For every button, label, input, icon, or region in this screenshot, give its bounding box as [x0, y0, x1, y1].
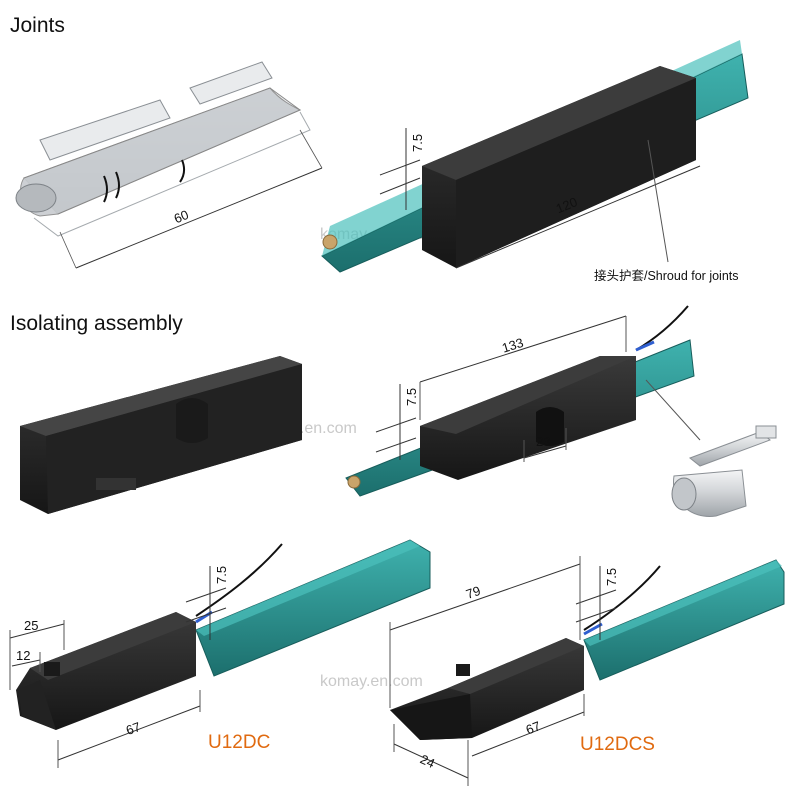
u12dcs-dimensions: 7.5 79 67 24 [389, 556, 619, 786]
dim-u12dcs-base: 24 [418, 751, 437, 771]
dim-u12dc-top: 25 [24, 618, 38, 633]
collector-clip-illustration [671, 425, 777, 517]
dim-shroud-height: 7.5 [410, 134, 425, 152]
dim-isolating-height: 7.5 [404, 388, 419, 406]
joint-shroud-illustration [321, 40, 749, 273]
dim-u12dcs-height: 7.5 [604, 568, 619, 586]
dim-isolating-gap: 23 [536, 434, 550, 449]
dim-u12dc-length: 67 [124, 719, 143, 738]
joint-clip-dimension: 60 [59, 129, 323, 269]
u12dc-dimensions: 7.5 25 12 67 [9, 566, 229, 768]
isolating-housing-illustration [20, 356, 302, 514]
shroud-callout-label: 接头护套/Shroud for joints [594, 268, 739, 283]
watermark-3: komay.en.com [320, 673, 423, 690]
dim-u12dcs-total: 79 [464, 583, 483, 602]
isolating-assembly-dimensions: 133 7.5 23 [375, 315, 701, 462]
model-label-u12dc: U12DC [208, 732, 271, 753]
dim-u12dc-slot: 12 [16, 648, 30, 663]
u12dc-illustration [16, 539, 431, 730]
u12dcs-illustration [390, 559, 785, 740]
isolating-assembly-heading: Isolating assembly [10, 312, 183, 335]
joint-clip-illustration [15, 61, 311, 237]
isolating-assembly-illustration [345, 305, 695, 497]
dim-u12dc-height: 7.5 [214, 566, 229, 584]
model-label-u12dcs: U12DCS [580, 734, 655, 755]
dim-joint-clip-length: 60 [172, 207, 191, 226]
dim-u12dcs-length: 67 [524, 718, 543, 737]
dim-isolating-length: 133 [500, 335, 525, 356]
joint-shroud-dimensions: 7.5 120 接头护套/Shroud for joints [379, 128, 739, 283]
joints-heading: Joints [10, 14, 65, 37]
